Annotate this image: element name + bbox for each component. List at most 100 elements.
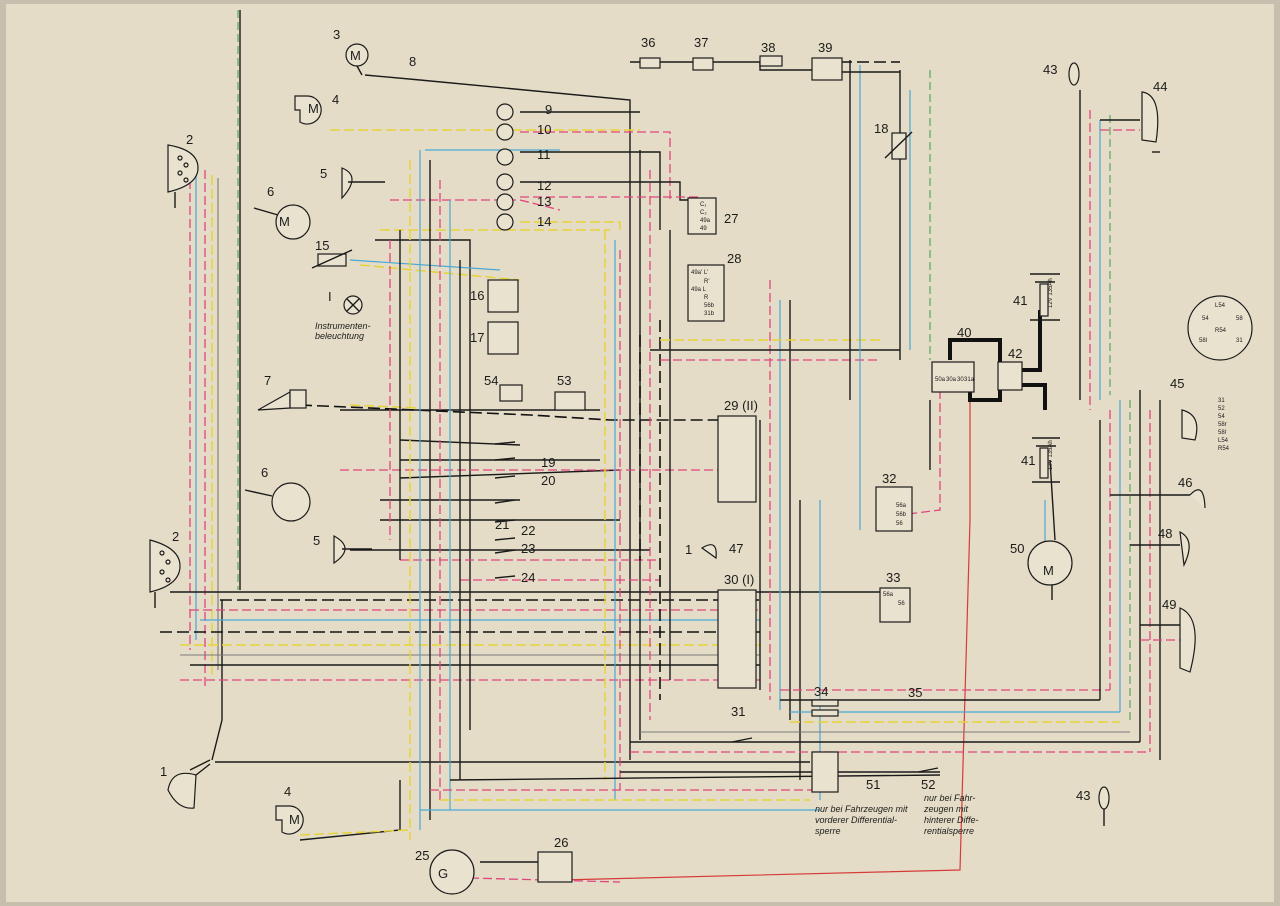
label-43-lower: 43	[1076, 788, 1090, 803]
motor-4-upper-symbol: M	[308, 101, 319, 116]
instrument-light-note-line2: beleuchtung	[315, 331, 364, 341]
label-8: 8	[409, 54, 416, 69]
label-28: 28	[727, 251, 741, 266]
annotations: I Instrumenten- beleuchtung 1 nur bei Fa…	[315, 289, 979, 836]
label-16: 16	[470, 288, 484, 303]
battery-41-lower-rating: 12V 135Ah	[1048, 440, 1054, 470]
resistor-38-icon	[759, 55, 783, 67]
note-52-line2: zeugen mit	[923, 804, 969, 814]
light-43-upper-icon	[1068, 62, 1080, 86]
wiper-motor-6-lower-icon	[271, 482, 311, 522]
label-21: 21	[495, 517, 509, 532]
regulator-26-icon	[537, 851, 573, 883]
label-54: 54	[484, 373, 498, 388]
label-24: 24	[521, 570, 535, 585]
label-34: 34	[814, 684, 828, 699]
indicator-lamp-10-icon	[496, 123, 514, 141]
note-51-line2: vorderer Differential-	[815, 815, 897, 825]
label-26: 26	[554, 835, 568, 850]
c40-3: 31a	[964, 377, 975, 383]
label-48: 48	[1158, 526, 1172, 541]
label-49: 49	[1162, 597, 1176, 612]
switch-31-icon	[731, 737, 753, 743]
c27-2: 49a	[700, 218, 711, 224]
resistor-15-icon	[317, 253, 347, 267]
t45-2: 54	[1218, 414, 1225, 420]
c27-1: C₂	[700, 210, 707, 216]
c40-1: 30a	[946, 377, 957, 383]
fuse-34b-icon	[811, 709, 839, 717]
label-40: 40	[957, 325, 971, 340]
motor-3-symbol: M	[350, 48, 361, 63]
t45-4: 58l	[1218, 430, 1226, 436]
switch-40-icon	[931, 361, 975, 393]
label-7: 7	[264, 373, 271, 388]
switch-group-19-24-icon	[494, 441, 516, 579]
t45-6: R54	[1218, 446, 1230, 452]
label-15: 15	[315, 238, 329, 253]
socket-4: R54	[1215, 328, 1227, 334]
horn-5-lower-icon	[333, 534, 346, 565]
note-51-line1: nur bei Fahrzeugen mit	[815, 804, 908, 814]
label-22: 22	[521, 523, 535, 538]
motor-4-lower-icon	[275, 805, 304, 835]
fuse-box-29-icon	[717, 415, 757, 503]
label-11: 11	[537, 147, 551, 162]
label-32: 32	[882, 471, 896, 486]
fuse-36-icon	[639, 57, 661, 69]
label-13: 13	[537, 194, 551, 209]
label-36: 36	[641, 35, 655, 50]
label-53: 53	[557, 373, 571, 388]
note-52-line1: nur bei Fahr-	[924, 793, 975, 803]
relay-53-icon	[554, 391, 586, 411]
label-35: 35	[908, 685, 922, 700]
label-2-upper: 2	[186, 132, 193, 147]
label-50: 50	[1010, 541, 1024, 556]
rear-light-49-icon	[1179, 607, 1196, 673]
label-39: 39	[818, 40, 832, 55]
wiper-motor-6-upper-icon	[275, 204, 311, 240]
label-23: 23	[521, 541, 535, 556]
headlight-left-upper-icon	[167, 144, 199, 193]
motor-4-upper-icon	[294, 95, 322, 125]
horn-47-lamp-label: 1	[685, 542, 692, 557]
battery-41-upper-rating: 12V 135Ah	[1048, 278, 1054, 308]
gauge-16-icon	[487, 279, 519, 313]
starter-motor-50-icon	[1027, 540, 1073, 586]
socket-0: L54	[1215, 303, 1226, 309]
plug-45-icon	[1181, 409, 1198, 441]
label-30: 30 (I)	[724, 572, 754, 587]
label-29: 29 (II)	[724, 398, 758, 413]
indicator-lamp-11-icon	[496, 148, 514, 166]
relay-42-icon	[997, 361, 1023, 391]
c28-0: 49a' L'	[691, 270, 708, 276]
headlight-left-lower-icon	[149, 539, 181, 593]
c32-1: 56b	[896, 512, 907, 518]
c27-0: C₁	[700, 202, 706, 208]
c28-3: R	[704, 295, 709, 301]
label-31: 31	[731, 704, 745, 719]
gauge-17-icon	[487, 321, 519, 355]
relay-54-icon	[499, 384, 523, 402]
c28-2: 49a L	[691, 287, 707, 293]
generator-25-icon	[429, 849, 475, 895]
label-37: 37	[694, 35, 708, 50]
components: M M M M G	[149, 43, 1253, 895]
light-43-lower-icon	[1098, 786, 1110, 810]
horn-47-icon	[700, 544, 717, 560]
label-5-upper: 5	[320, 166, 327, 181]
c28-4: 56b	[704, 303, 715, 309]
c40-0: 50a	[935, 377, 946, 383]
label-14: 14	[537, 214, 551, 229]
socket-5: 58l	[1199, 338, 1207, 344]
c32-0: 56a	[896, 503, 907, 509]
wiring	[160, 10, 1190, 883]
note-52-line4: rentialsperre	[924, 826, 974, 836]
label-1: 1	[160, 764, 167, 779]
label-52: 52	[921, 777, 935, 792]
instrument-light-note-line1: Instrumenten-	[315, 321, 371, 331]
label-2-lower: 2	[172, 529, 179, 544]
label-51: 51	[866, 777, 880, 792]
label-12: 12	[537, 178, 551, 193]
label-6-upper: 6	[267, 184, 274, 199]
